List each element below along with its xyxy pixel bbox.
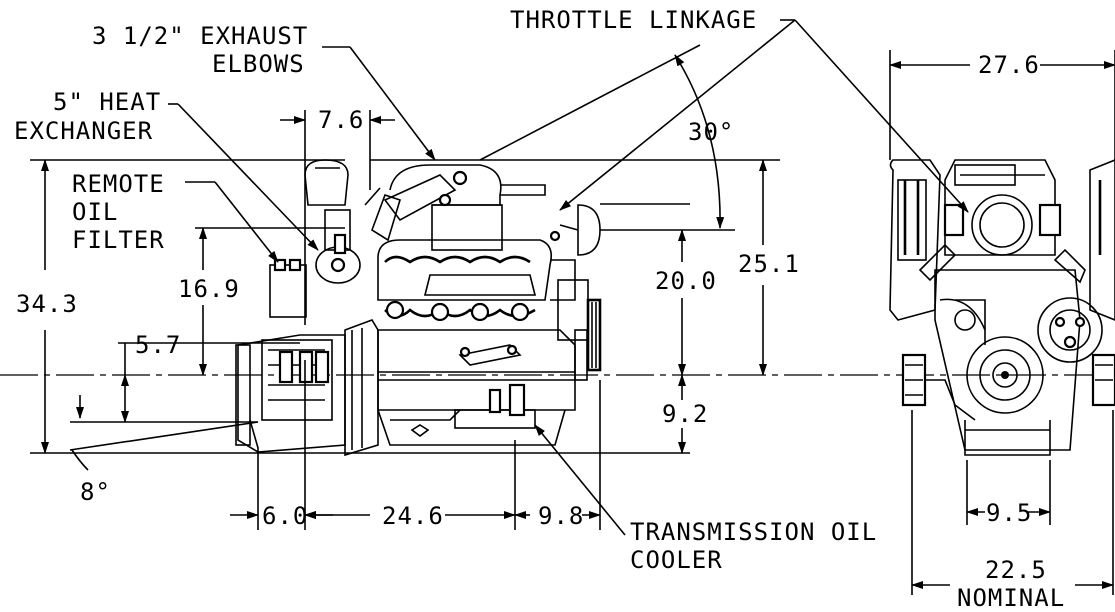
dimension-labels: 7.6 30° 27.6 34.3 16.9 5.7 20.0 25.1 9.2… [16,51,1065,612]
dim-34-3: 34.3 [16,290,78,318]
engine-side-view [235,159,602,457]
heat-exchanger-label-line2: EXCHANGER [14,117,153,145]
heat-exchanger-label-line1: 5" HEAT [53,88,161,116]
exhaust-elbows-label-line2: ELBOWS [212,50,305,78]
throttle-linkage-label: THROTTLE LINKAGE [510,6,757,34]
callout-labels: 3 1/2" EXHAUST ELBOWS 5" HEAT EXCHANGER … [14,6,877,574]
dim-16-9: 16.9 [178,275,240,303]
dim-9-2: 9.2 [662,400,708,428]
dim-5-7: 5.7 [135,331,181,359]
dim-6-0: 6.0 [262,502,308,530]
dim-27-6: 27.6 [978,51,1040,79]
engine-front-view [889,159,1115,456]
dim-9-8: 9.8 [538,502,584,530]
dim-20-0: 20.0 [655,267,717,295]
dim-24-6: 24.6 [382,502,444,530]
remote-oil-filter-label-line2: OIL [72,198,118,226]
leader-lines [168,19,969,536]
dim-22-5-nominal: NOMINAL [957,584,1065,612]
dim-30-degrees: 30° [688,118,734,146]
dim-9-5: 9.5 [986,499,1032,527]
remote-oil-filter-label-line1: REMOTE [72,170,165,198]
exhaust-elbows-label-line1: 3 1/2" EXHAUST [92,22,308,50]
dimension-lines [41,44,1115,589]
transmission-oil-cooler-label-line2: COOLER [630,546,723,574]
remote-oil-filter-label-line3: FILTER [72,226,165,254]
dim-7-6: 7.6 [318,106,364,134]
dim-25-1: 25.1 [738,250,800,278]
dim-22-5: 22.5 [985,556,1047,584]
transmission-oil-cooler-label-line1: TRANSMISSION OIL [630,518,877,546]
dim-8-degrees: 8° [80,478,111,506]
